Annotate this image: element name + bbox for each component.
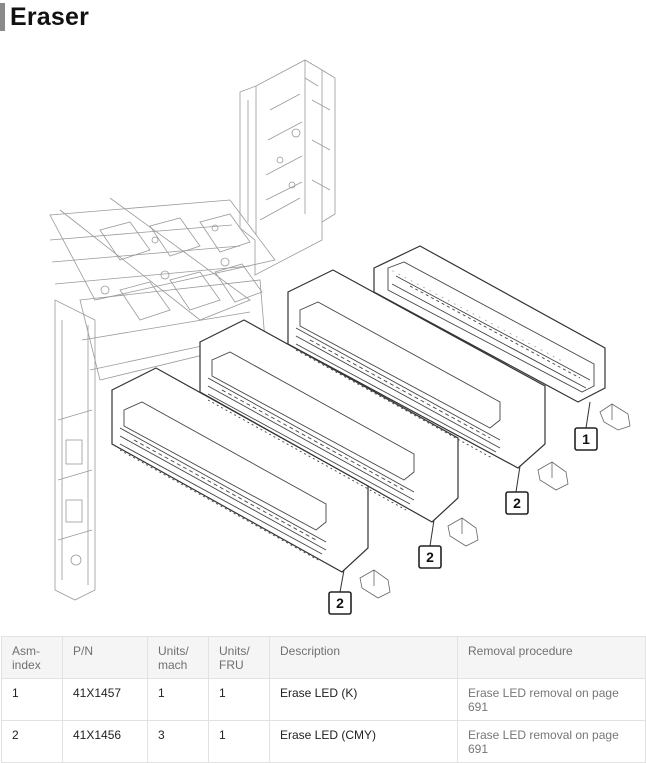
header-asm-index: Asm-index [1,636,63,679]
callout-number: 2 [513,495,521,511]
cell-removal-link[interactable]: Erase LED removal on page 691 [457,720,646,763]
page-title: Eraser [10,2,90,31]
header-units-mach: Units/mach [147,636,209,679]
leader-lines [339,401,591,593]
header-removal: Removal procedure [457,636,646,679]
cell-asm-index: 1 [1,678,63,721]
callout-number: 2 [336,595,344,611]
callout-number: 2 [426,549,434,565]
erase-led-k-drawing [386,261,595,393]
callout-box-cmy-3 [111,367,369,573]
cell-removal-link[interactable]: Erase LED removal on page 691 [457,678,646,721]
erase-led-cmy-3-drawing [119,401,327,561]
cell-pn: 41X1456 [62,720,148,763]
cell-units-mach: 3 [147,720,209,763]
table-row: 1 41X1457 1 1 Erase LED (K) Erase LED re… [1,678,646,721]
cell-units-fru: 1 [208,678,270,721]
connector-parts-drawing [359,403,631,599]
callout-label-2a: 2 [505,491,529,515]
header-units-fru: Units/FRU [208,636,270,679]
cell-description: Erase LED (CMY) [269,720,458,763]
cell-pn: 41X1457 [62,678,148,721]
erase-led-cmy-1-drawing [295,301,501,459]
cell-units-mach: 1 [147,678,209,721]
erase-led-cmy-2-drawing [207,351,415,511]
header-description: Description [269,636,458,679]
callout-label-2b: 2 [418,545,442,569]
table-header-row: Asm-index P/N Units/mach Units/FRU Descr… [1,636,646,679]
cell-description: Erase LED (K) [269,678,458,721]
parts-table: Asm-index P/N Units/mach Units/FRU Descr… [1,636,646,763]
cell-units-fru: 1 [208,720,270,763]
callout-label-1: 1 [574,427,598,451]
title-accent-bar [0,3,5,31]
callout-number: 1 [582,431,590,447]
callout-label-2c: 2 [328,591,352,615]
page-title-bar: Eraser [0,2,89,32]
exploded-view-illustration: 1 2 2 2 [49,59,631,615]
cell-asm-index: 2 [1,720,63,763]
printer-frame-drawing [49,59,336,601]
header-pn: P/N [62,636,148,679]
table-row: 2 41X1456 3 1 Erase LED (CMY) Erase LED … [1,720,646,763]
